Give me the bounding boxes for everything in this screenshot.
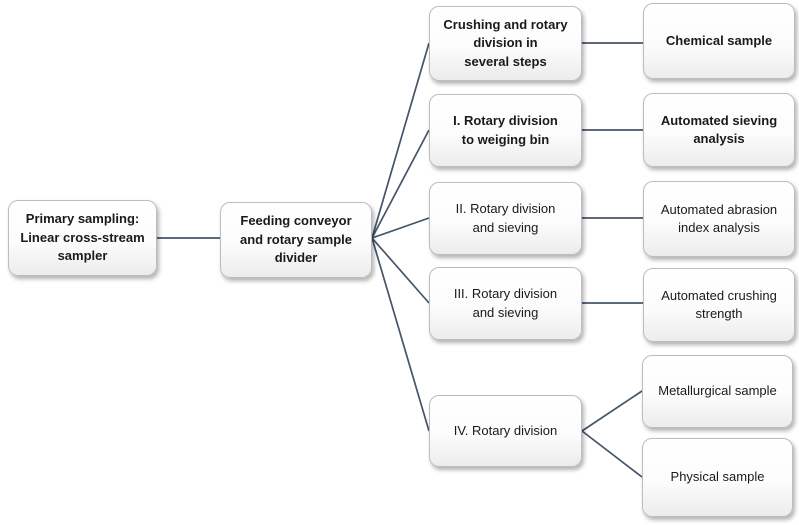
connector-feeding-conveyor-to-rotary-division-3 (371, 237, 430, 304)
node-feeding-conveyor: Feeding conveyor and rotary sample divid… (220, 202, 372, 278)
node-label-automated-abrasion: Automated abrasion index analysis (660, 201, 778, 235)
node-label-crushing-rotary-division: Crushing and rotary division in several … (443, 16, 568, 69)
node-label-automated-sieving: Automated sieving analysis (660, 112, 778, 146)
connector-rotary-division-4-to-physical-sample (581, 430, 643, 478)
node-rotary-division-3: III. Rotary division and sieving (429, 267, 582, 340)
node-rotary-division-4: IV. Rotary division (429, 395, 582, 467)
node-automated-sieving: Automated sieving analysis (643, 93, 795, 167)
node-label-feeding-conveyor: Feeding conveyor and rotary sample divid… (240, 213, 352, 266)
node-primary-sampling: Primary sampling: Linear cross-stream sa… (8, 200, 157, 276)
node-label-rotary-division-4: IV. Rotary division (453, 422, 558, 438)
node-automated-abrasion: Automated abrasion index analysis (643, 181, 795, 257)
node-automated-crushing: Automated crushing strength (643, 268, 795, 342)
node-label-rotary-division-2: II. Rotary division and sieving (455, 201, 556, 235)
node-label-primary-sampling: Primary sampling: Linear cross-stream sa… (20, 211, 145, 264)
node-label-chemical-sample: Chemical sample (665, 32, 773, 48)
node-rotary-division-2: II. Rotary division and sieving (429, 182, 582, 255)
node-label-automated-crushing: Automated crushing strength (661, 287, 777, 321)
node-metallurgical-sample: Metallurgical sample (642, 355, 793, 428)
connector-feeding-conveyor-to-rotary-division-1 (371, 129, 430, 239)
node-crushing-rotary-division: Crushing and rotary division in several … (429, 6, 582, 81)
node-label-rotary-division-1: I. Rotary division to weiging bin (453, 113, 558, 147)
node-chemical-sample: Chemical sample (643, 3, 795, 79)
node-rotary-division-1: I. Rotary division to weiging bin (429, 94, 582, 167)
connector-feeding-conveyor-to-rotary-division-4 (371, 237, 430, 432)
connector-feeding-conveyor-to-rotary-division-2 (371, 217, 430, 239)
node-label-rotary-division-3: III. Rotary division and sieving (453, 286, 558, 320)
node-label-metallurgical-sample: Metallurgical sample (658, 383, 777, 399)
node-physical-sample: Physical sample (642, 438, 793, 517)
connector-rotary-division-4-to-metallurgical-sample (581, 390, 643, 432)
node-label-physical-sample: Physical sample (670, 469, 765, 485)
connector-feeding-conveyor-to-crushing-rotary-division (371, 42, 430, 239)
